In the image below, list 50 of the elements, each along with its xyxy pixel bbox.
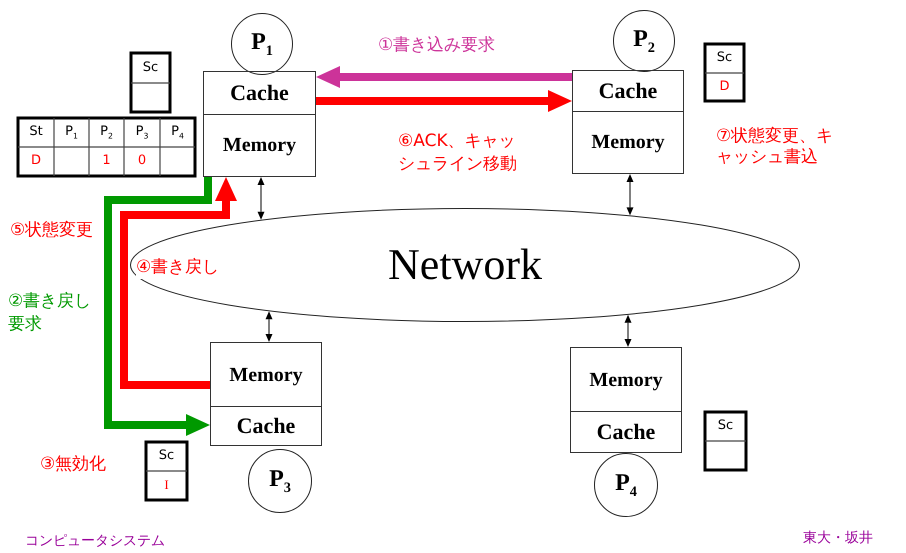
cache-memory-box [210,342,322,446]
state-label: Sc [142,60,158,76]
processor-circle [594,453,658,517]
arrow [104,177,212,436]
arrow [266,311,272,342]
edge-label: ④書き戻し [136,256,220,279]
annotation: ③無効化 [40,454,106,476]
arrow [316,66,572,88]
cache-memory-box [572,70,684,174]
node-label: P$_{1}$ [251,30,273,58]
node-label: Memory [222,135,296,156]
node-label: Cache [236,415,296,438]
state-label: P$_{4}$ [171,124,184,142]
node-label: P$_{3}$ [269,466,291,496]
state-label: P$_{3}$ [136,124,148,142]
arrow [624,314,632,347]
state-value: 1 [102,153,111,170]
arrow [258,177,264,220]
state-label: Sc [716,50,732,67]
processor-circle [613,10,675,72]
node-label: Memory [589,370,663,390]
state-value: 0 [138,153,146,170]
state-label: Sc [158,448,174,465]
network-ellipse [130,208,800,322]
footer-text: 東大・坂井 [803,530,873,548]
node-label: Memory [591,132,665,152]
processor-circle [248,449,312,513]
node-label: Network [388,243,542,287]
state-value: D [30,153,41,170]
cache-memory-box [570,347,682,453]
state-label: Sc [718,418,734,435]
arrow [316,90,572,112]
node-label: Memory [229,364,303,385]
annotation: ⑤状態変更 [10,220,94,242]
state-label: St [29,124,43,141]
processor-circle [231,13,293,75]
arrow [120,177,237,389]
node-label: Cache [596,421,656,444]
arrow [626,174,634,216]
footer-text: コンピュータシステム [25,533,165,551]
state-value: D [719,78,730,96]
cache-memory-box [203,71,316,177]
annotation: ⑦状態変更、キャッシュ書込 [716,126,834,168]
state-value: I [164,477,169,494]
node-label: P$_{2}$ [633,26,655,56]
state-label: P$_{2}$ [100,124,113,142]
state-label: P$_{1}$ [65,124,78,142]
node-label: Cache [598,80,658,102]
node-label: P$_{4}$ [615,470,637,500]
node-label: Cache [230,82,289,104]
